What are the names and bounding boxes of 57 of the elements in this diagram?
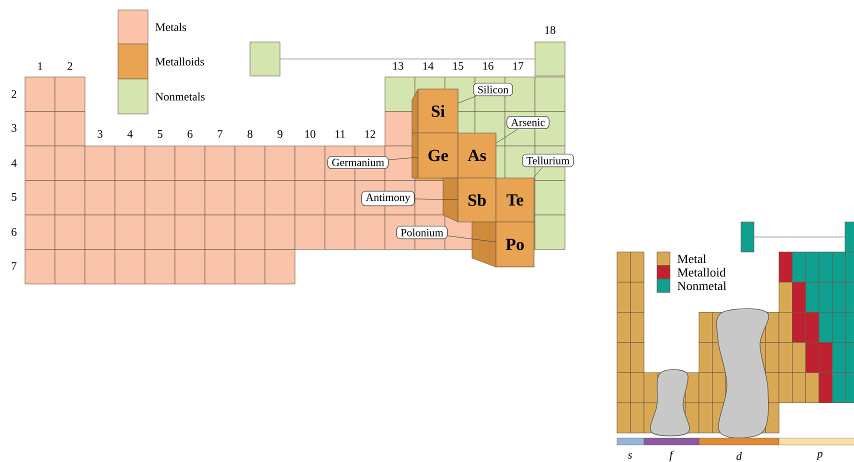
column-number: 3 — [98, 130, 102, 138]
table-cell — [844, 222, 854, 252]
leader-line — [388, 157, 418, 160]
column-number: 8 — [248, 130, 252, 138]
leader-line — [533, 166, 543, 178]
table-cell — [740, 222, 754, 252]
callout-label: Germanium — [327, 156, 389, 169]
row-number: 2 — [12, 90, 16, 98]
column-number: 6 — [188, 130, 193, 138]
table-cell — [534, 42, 566, 76]
block-label: d — [736, 452, 742, 460]
legend-label: Nonmetals — [156, 92, 205, 101]
legend-label: Metalloid — [678, 268, 726, 277]
column-number: 13 — [393, 62, 404, 70]
table-cell — [250, 42, 280, 76]
column-number: 5 — [158, 130, 162, 138]
block-label: p — [816, 452, 823, 460]
callout-label: Antimony — [361, 190, 415, 206]
row-number: 4 — [11, 159, 17, 167]
legend-label: Metal — [678, 254, 706, 264]
block-label: f — [670, 450, 674, 462]
element-box: Sb — [442, 178, 496, 222]
column-number: 17 — [513, 62, 524, 70]
column-number: 2 — [68, 62, 72, 70]
column-number: 9 — [278, 130, 282, 138]
column-number: 4 — [127, 130, 133, 138]
element-box: Ge — [412, 132, 458, 178]
row-number: 6 — [12, 228, 17, 236]
block-label: s — [628, 453, 632, 459]
tie-line — [754, 236, 845, 238]
row-number: 5 — [12, 193, 16, 201]
column-number: 11 — [335, 130, 345, 138]
column-number: 12 — [365, 130, 376, 138]
column-number: 7 — [218, 130, 223, 138]
element-box: Po — [472, 222, 534, 268]
column-number: 10 — [305, 130, 316, 138]
column-number: 16 — [483, 62, 494, 70]
column-number: 15 — [453, 62, 464, 70]
tie-line — [280, 58, 535, 60]
element-box: Te — [496, 178, 534, 222]
leader-line — [414, 198, 458, 200]
legend-label: Metals — [156, 22, 186, 32]
element-box: As — [458, 132, 496, 178]
leader-line — [458, 96, 476, 104]
column-number: 1 — [38, 62, 42, 70]
row-number: 7 — [12, 262, 17, 270]
leader-line — [496, 128, 518, 144]
row-number: 3 — [12, 124, 16, 132]
callout-label: Tellurium — [522, 154, 574, 168]
element-box: Si — [412, 88, 458, 134]
leader-line — [447, 236, 496, 242]
legend-label: Nonmetal — [678, 281, 726, 290]
callout-label: Arsenic — [506, 116, 550, 129]
callout-label: Silicon — [473, 82, 513, 96]
column-number: 14 — [423, 62, 434, 70]
legend-label: Metalloids — [156, 57, 204, 66]
callout-label: Polonium — [396, 226, 448, 240]
